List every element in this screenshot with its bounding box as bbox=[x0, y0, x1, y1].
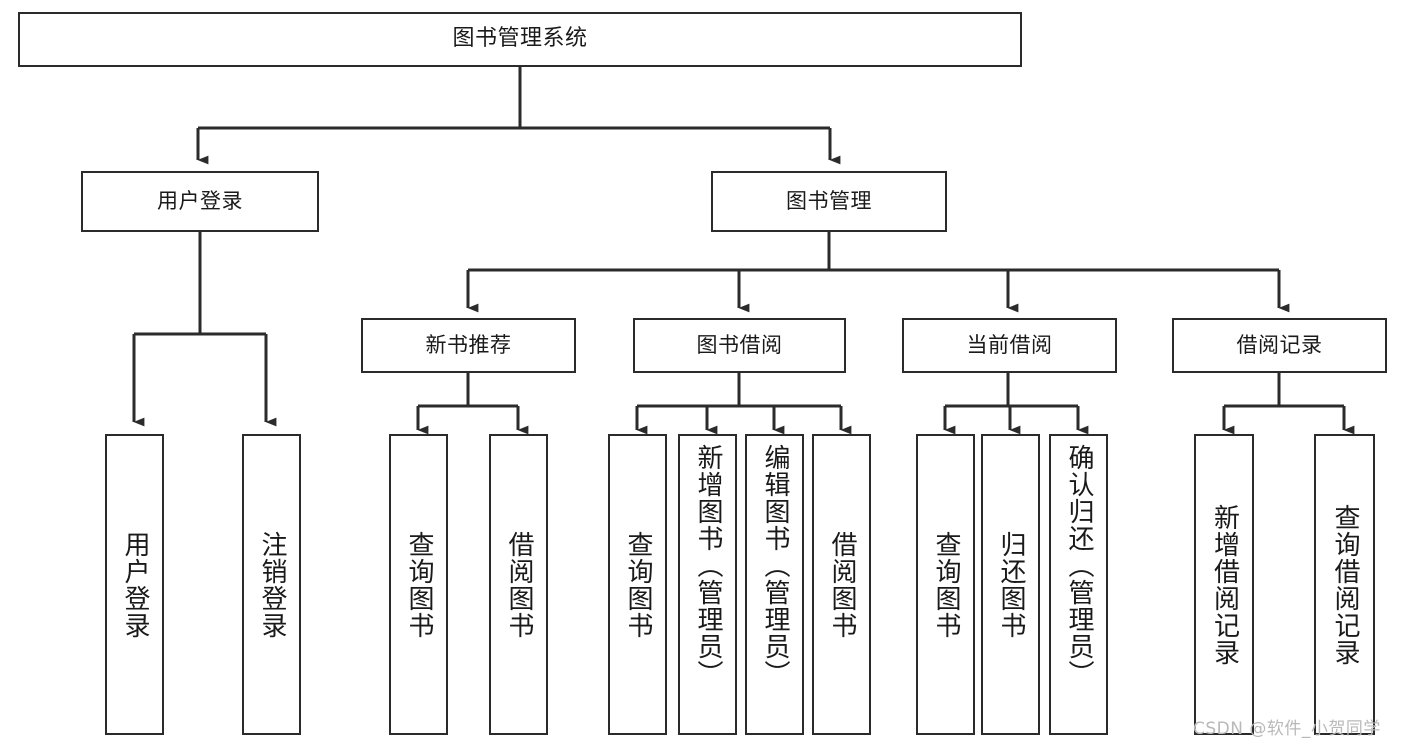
node-label: 新增图书（管理员） bbox=[693, 444, 724, 687]
leaf-edit-book-admin[interactable]: 编辑图书（管理员） bbox=[745, 434, 804, 735]
leaf-query-book-borrow[interactable]: 查询图书 bbox=[608, 434, 667, 735]
leaf-query-borrow-record[interactable]: 查询借阅记录 bbox=[1314, 434, 1375, 735]
leaf-user-login[interactable]: 用户登录 bbox=[105, 434, 164, 735]
node-label: 查询借阅记录 bbox=[1330, 503, 1361, 666]
leaf-query-book-current[interactable]: 查询图书 bbox=[916, 434, 975, 735]
leaf-query-book-newbook[interactable]: 查询图书 bbox=[389, 434, 448, 735]
node-book-borrow[interactable]: 图书借阅 bbox=[633, 318, 846, 373]
node-label: 新增借阅记录 bbox=[1209, 503, 1240, 666]
leaf-logout[interactable]: 注销登录 bbox=[242, 434, 301, 735]
leaf-return-book[interactable]: 归还图书 bbox=[981, 434, 1040, 735]
node-label: 图书管理系统 bbox=[452, 26, 588, 52]
node-label: 确认归还（管理员） bbox=[1064, 444, 1095, 687]
node-label: 当前借阅 bbox=[966, 332, 1053, 357]
leaf-borrow-book[interactable]: 借阅图书 bbox=[812, 434, 871, 735]
node-label: 注销登录 bbox=[257, 530, 288, 639]
node-label: 用户登录 bbox=[120, 530, 151, 639]
node-label: 查询图书 bbox=[623, 530, 654, 639]
node-label: 用户登录 bbox=[157, 188, 243, 213]
node-label: 编辑图书（管理员） bbox=[760, 444, 791, 687]
leaf-borrow-book-newbook[interactable]: 借阅图书 bbox=[489, 434, 548, 735]
node-label: 借阅图书 bbox=[504, 530, 535, 639]
node-current-borrow[interactable]: 当前借阅 bbox=[902, 318, 1117, 373]
watermark-text: CSDN @软件_小贺同学 bbox=[1193, 719, 1381, 739]
leaf-add-borrow-record[interactable]: 新增借阅记录 bbox=[1194, 434, 1254, 735]
node-root-system[interactable]: 图书管理系统 bbox=[18, 12, 1022, 67]
node-label: 查询图书 bbox=[404, 530, 435, 639]
node-label: 新书推荐 bbox=[425, 332, 512, 357]
node-label: 图书管理 bbox=[786, 188, 872, 213]
leaf-add-book-admin[interactable]: 新增图书（管理员） bbox=[678, 434, 737, 735]
node-borrow-record[interactable]: 借阅记录 bbox=[1172, 318, 1387, 373]
node-label: 图书借阅 bbox=[696, 332, 783, 357]
leaf-confirm-return-admin[interactable]: 确认归还（管理员） bbox=[1049, 434, 1108, 735]
node-user-login[interactable]: 用户登录 bbox=[81, 171, 319, 232]
node-new-book-recommend[interactable]: 新书推荐 bbox=[361, 318, 576, 373]
node-label: 查询图书 bbox=[931, 530, 962, 639]
node-book-management[interactable]: 图书管理 bbox=[711, 171, 947, 232]
node-label: 归还图书 bbox=[996, 530, 1027, 639]
node-label: 借阅记录 bbox=[1236, 332, 1323, 357]
node-label: 借阅图书 bbox=[827, 530, 858, 639]
